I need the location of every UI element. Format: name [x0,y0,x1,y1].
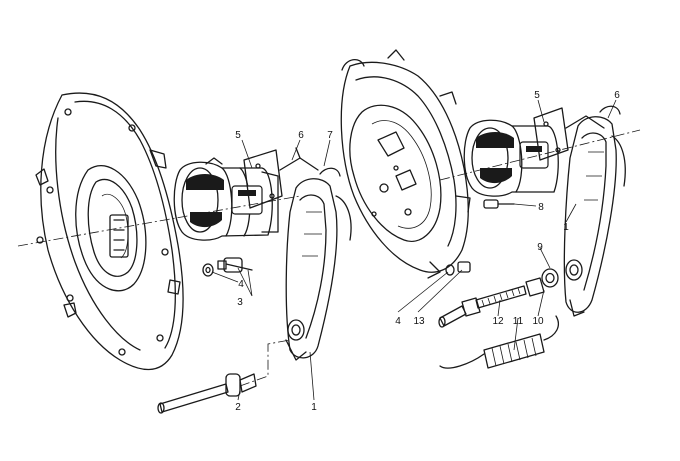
callout-labels: 5 6 7 4 3 2 1 5 6 8 1 9 4 13 12 11 10 [235,90,620,413]
left-axis-line [17,195,301,247]
right-axis-line [439,129,641,181]
callout-1a: 1 [311,402,317,413]
left-rod-axis-line [239,339,291,387]
callout-12: 12 [492,316,504,327]
left-clutch-housing [35,92,184,371]
left-spring-clip [243,147,319,209]
callout-4b: 4 [395,316,401,327]
right-clutch-housing [340,49,471,279]
callout-9: 9 [537,242,543,253]
left-release-bearing [173,157,279,241]
right-bolt-washer [445,261,471,276]
callout-4a: 4 [238,279,244,290]
callout-5a: 5 [235,130,241,141]
callout-6b: 6 [614,90,620,101]
callout-2: 2 [235,402,241,413]
left-release-lever [285,167,352,361]
right-bolt [483,199,515,209]
leader-lines [211,99,617,401]
right-release-bearing [463,119,559,197]
left-bolt-washer [202,257,253,277]
left-push-rod [157,373,257,414]
callout-11: 11 [513,316,524,327]
callout-8: 8 [538,202,544,213]
right-spring-clip [533,107,605,161]
callout-13: 13 [413,316,425,327]
callout-7: 7 [327,130,333,141]
callout-5b: 5 [534,90,540,101]
right-release-lever [563,105,626,317]
right-return-spring [439,315,559,369]
right-adjuster-rod [438,268,559,328]
callout-1b: 1 [563,222,569,233]
callout-10: 10 [532,316,544,327]
callout-6a: 6 [298,130,304,141]
callout-3: 3 [237,297,243,308]
